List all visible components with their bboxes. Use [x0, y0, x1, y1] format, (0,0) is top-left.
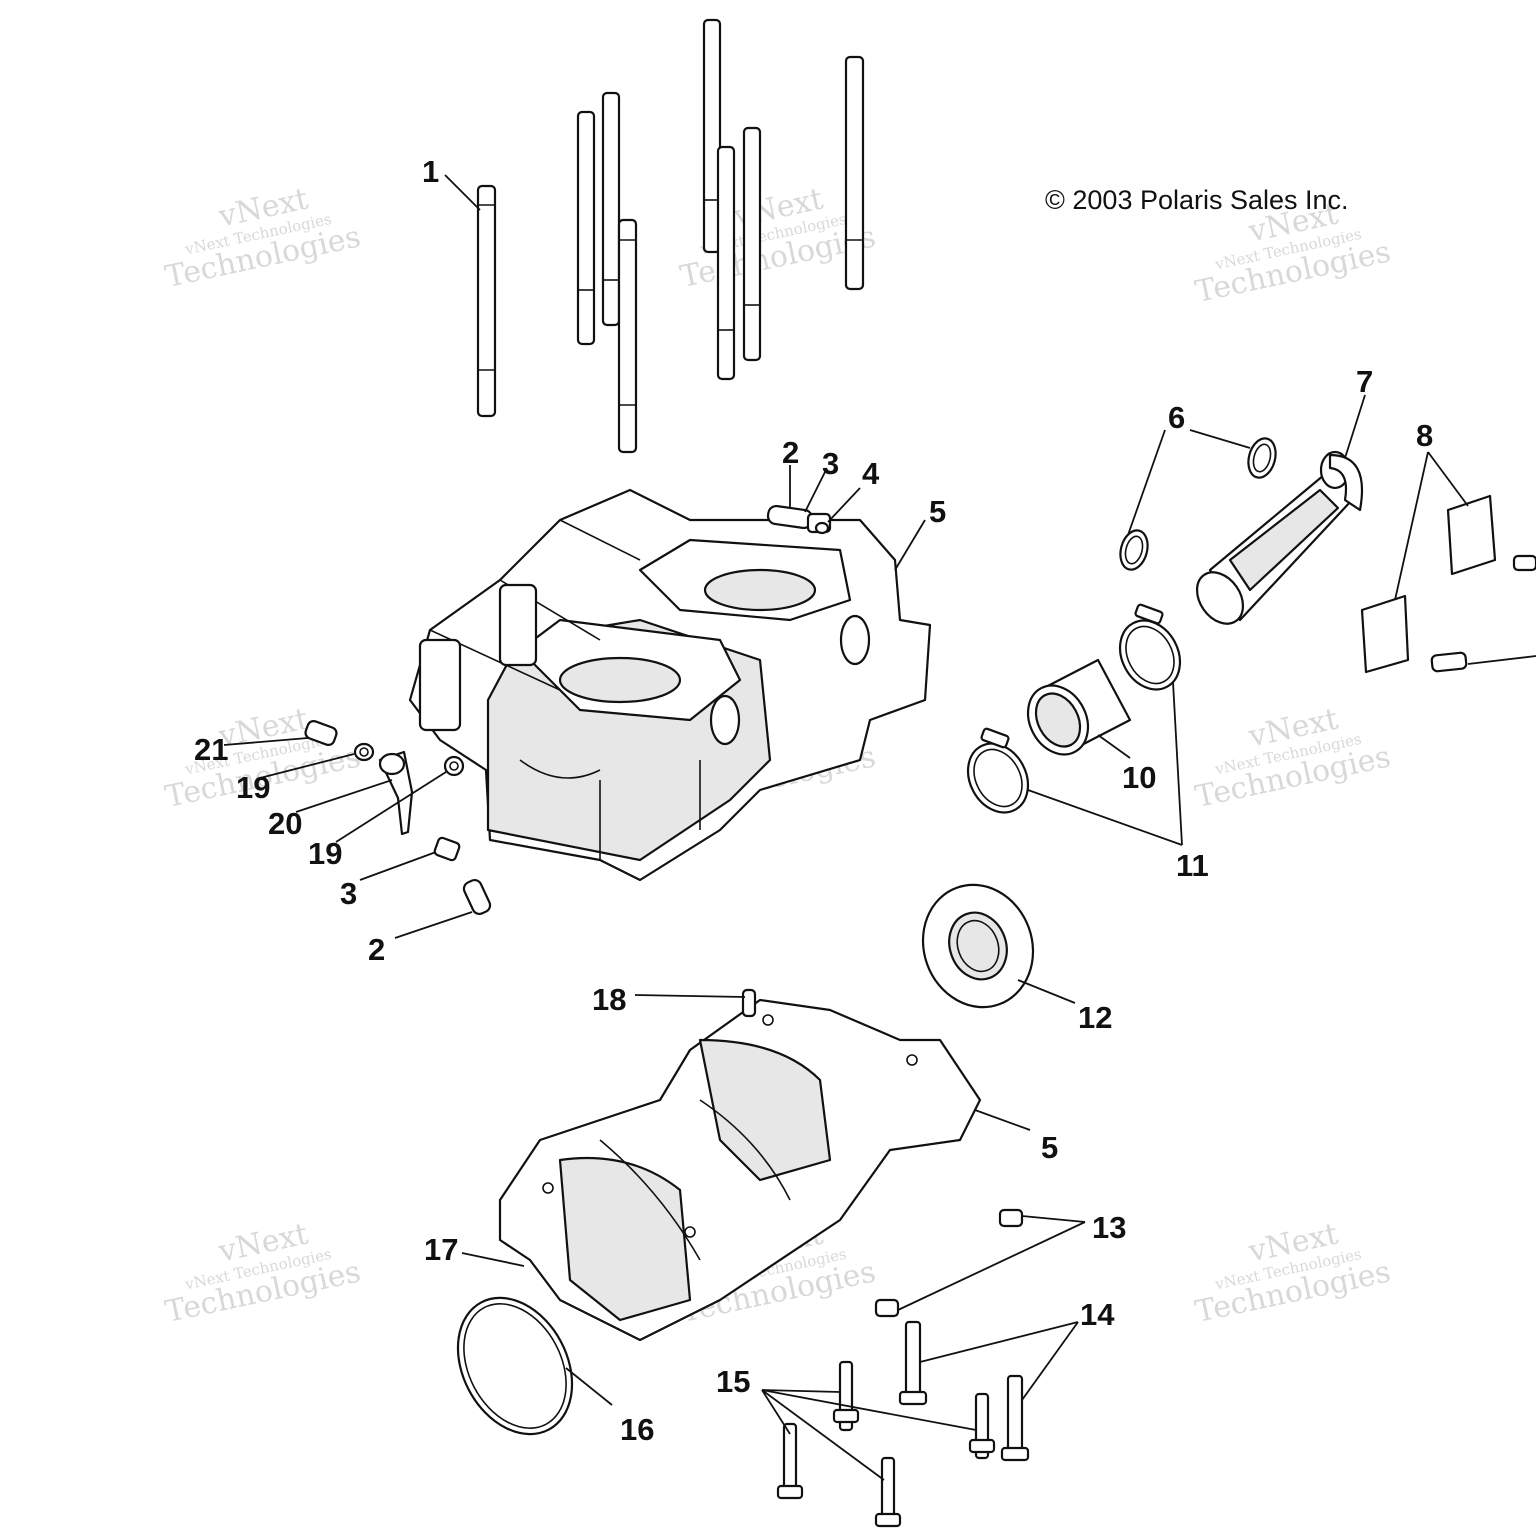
callout-12: 12: [1078, 1000, 1112, 1035]
callout-7: 7: [1356, 364, 1373, 399]
copyright-text: © 2003 Polaris Sales Inc.: [1045, 185, 1349, 215]
callout-20: 20: [268, 806, 302, 841]
retaining-ring: [456, 1296, 574, 1436]
bolt: [1000, 1374, 1030, 1462]
callout-21: 21: [194, 732, 228, 767]
callout-2: 2: [782, 435, 799, 470]
fork-brackets: [1360, 494, 1536, 674]
callout-8: 8: [1416, 418, 1433, 453]
callout-5: 5: [929, 494, 946, 529]
callout-17: 17: [424, 1232, 458, 1267]
leader-lines: [223, 174, 1536, 1481]
o-rings: [1119, 437, 1277, 571]
stud: [601, 91, 621, 327]
bolt: [968, 1392, 996, 1460]
callout-11: 11: [1176, 848, 1209, 883]
callout-18: 18: [592, 982, 626, 1017]
callout-3-lower: 3: [340, 876, 357, 911]
callout-4: 4: [862, 456, 880, 491]
cylinder-studs: [476, 18, 865, 454]
lower-crankcase: [498, 988, 982, 1342]
hose-and-clamps: [966, 603, 1182, 814]
callout-6: 6: [1168, 400, 1185, 435]
upper-crankcase: [408, 488, 932, 882]
stud: [576, 110, 596, 346]
stud: [716, 145, 736, 381]
callout-16: 16: [620, 1412, 654, 1447]
stud: [742, 126, 762, 362]
callout-19: 19: [236, 770, 270, 805]
callout-labels: 1 2 3 4 5 6 7 8 10 11 21 19 20 19 3 2 12…: [194, 154, 1433, 1447]
callout-5-lower: 5: [1041, 1130, 1058, 1165]
callout-13: 13: [1092, 1210, 1126, 1245]
bolt: [776, 1422, 804, 1500]
callout-14: 14: [1080, 1297, 1115, 1332]
stud: [844, 55, 865, 291]
coolant-elbow: [1195, 450, 1364, 625]
drain-plugs: [874, 1208, 1024, 1318]
stud: [617, 218, 638, 454]
callout-10: 10: [1122, 760, 1156, 795]
bolt: [898, 1320, 928, 1406]
crank-seal: [921, 883, 1035, 1009]
callout-19-lower: 19: [308, 836, 342, 871]
callout-15: 15: [716, 1364, 750, 1399]
callout-2-lower: 2: [368, 932, 385, 967]
case-bolts: [776, 1320, 1030, 1528]
callout-1: 1: [422, 154, 439, 189]
bolt: [832, 1360, 860, 1432]
callout-3: 3: [822, 446, 839, 481]
left-small-parts: [304, 720, 492, 916]
upper-dowel-parts: [766, 504, 832, 535]
stud: [476, 184, 497, 418]
bolt: [874, 1456, 902, 1528]
